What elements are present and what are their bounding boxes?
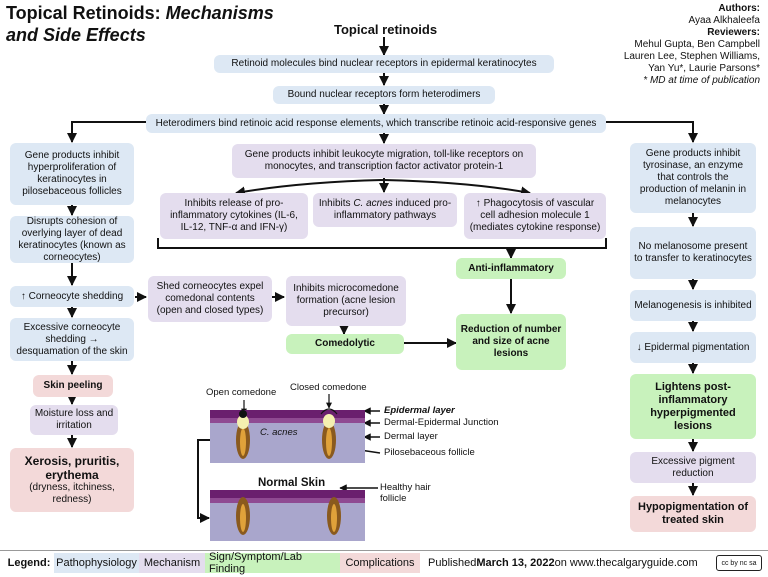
left-skin-peeling: Skin peeling [33, 375, 113, 397]
left-corneocyte-cohesion: Disrupts cohesion of overlying layer of … [10, 216, 134, 263]
legend-bar [0, 550, 768, 577]
c-acnes-label: C. acnes [260, 427, 298, 438]
mid-comedolytic: Comedolytic [286, 334, 404, 354]
reviewers-line: Yan Yu*, Laurie Parsons* [648, 63, 760, 74]
left-moisture-loss: Moisture loss and irritation [30, 405, 118, 435]
comedone-plug-open [237, 415, 249, 429]
open-comedone-blackhead [239, 410, 247, 418]
right-tyrosinase: Gene products inhibit tyrosinase, an enz… [630, 143, 756, 213]
license-badge-icon: cc by nc sa [716, 555, 762, 571]
mid-microcomedone: Inhibits microcomedone formation (acne l… [286, 276, 406, 326]
legend-complications: Complications [340, 553, 420, 573]
xerosis-subtitle: (dryness, itchiness, redness) [29, 482, 115, 505]
published-info: Published March 13, 2022 on www.thecalga… [428, 557, 698, 569]
left-xerosis: Xerosis, pruritis, erythema (dryness, it… [10, 448, 134, 512]
dermis-layer [210, 423, 365, 463]
legend-sign-symptom: Sign/Symptom/Lab Finding [205, 551, 340, 575]
step-retinoic-acid-response: Heterodimers bind retinoic acid response… [146, 114, 606, 133]
left-desquamation: Excessive corneocyte shedding → desquama… [10, 318, 134, 361]
authors-label: Authors: [718, 3, 760, 14]
legend-mechanism: Mechanism [139, 553, 205, 573]
normal-skin-illustration [210, 490, 365, 541]
pilosebaceous-label: Pilosebaceous follicle [384, 447, 475, 458]
xerosis-title: Xerosis, pruritis, erythema [24, 454, 120, 482]
reviewers-line: Mehul Gupta, Ben Campbell [634, 39, 760, 50]
mid-cytokines: Inhibits release of pro-inflammatory cyt… [160, 193, 308, 239]
mid-phagocytosis: ↑ Phagocytosis of vascular cell adhesion… [464, 193, 606, 239]
step-bind-nuclear-receptors: Retinoid molecules bind nuclear receptor… [214, 55, 554, 73]
reviewers-line: Lauren Lee, Stephen Williams, [623, 51, 760, 62]
epidermis-layer [210, 490, 365, 498]
junction-layer [210, 498, 365, 503]
root-node: Topical retinoids [334, 22, 438, 37]
reviewers-note: * MD at time of publication [643, 75, 760, 86]
right-lightens-lesions: Lightens post-inflammatory hyperpigmente… [630, 374, 756, 439]
right-hypopigmentation: Hypopigmentation of treated skin [630, 496, 756, 532]
left-corneocyte-shedding: ↑ Corneocyte shedding [10, 286, 134, 307]
right-pigment-reduction: Excessive pigment reduction [630, 452, 756, 483]
follicle-inner [331, 504, 337, 532]
dermal-layer-label: Dermal layer [384, 431, 438, 442]
right-melanogenesis: Melanogenesis is inhibited [630, 290, 756, 321]
follicle-inner [240, 428, 246, 456]
right-no-melanosome: No melanosome present to transfer to ker… [630, 227, 756, 279]
junction-layer [210, 418, 365, 423]
comedone-plug-closed [323, 414, 335, 428]
closed-comedone-cap [320, 408, 338, 415]
healthy-hair-label-2: follicle [380, 493, 407, 504]
legend-pathophysiology: Pathophysiology [54, 553, 139, 573]
follicle-inner [240, 504, 246, 532]
mid-anti-inflammatory: Anti-inflammatory [456, 258, 566, 279]
epidermal-layer-label: Epidermal layer [384, 405, 455, 416]
closed-comedone-label: Closed comedone [290, 382, 367, 393]
epidermis-layer [210, 410, 365, 418]
connector-arrows [67, 37, 698, 523]
legend-label: Legend: [7, 557, 51, 569]
step-form-heterodimers: Bound nuclear receptors form heterodimer… [273, 86, 495, 104]
mid-cacnes-pathways: Inhibits C. acnes induced pro-inflammato… [313, 193, 457, 227]
healthy-hair-label: Healthy hair [380, 482, 431, 493]
normal-skin-label: Normal Skin [258, 477, 326, 489]
page-subtitle: and Side Effects [6, 25, 146, 45]
dej-label: Dermal-Epidermal Junction [384, 417, 499, 428]
acne-skin-illustration [210, 408, 365, 463]
mid-acne-reduction: Reduction of number and size of acne les… [456, 314, 566, 370]
open-comedone-label: Open comedone [206, 387, 277, 398]
right-epidermal-pigmentation: ↓ Epidermal pigmentation [630, 332, 756, 363]
dermis-layer [210, 503, 365, 541]
mid-leukocyte-inhibition: Gene products inhibit leukocyte migratio… [232, 144, 536, 178]
mid-shed-corneocytes: Shed corneocytes expel comedonal content… [148, 276, 272, 322]
left-hyperproliferation: Gene products inhibit hyperproliferation… [10, 143, 134, 205]
page-title: Topical Retinoids: Mechanisms [6, 3, 274, 23]
follicle-inner [326, 428, 332, 456]
authors-names: Ayaa Alkhaleefa [688, 15, 760, 26]
reviewers-label: Reviewers: [707, 27, 760, 38]
credits: Authors: Ayaa Alkhaleefa Reviewers: Mehu… [570, 3, 760, 87]
